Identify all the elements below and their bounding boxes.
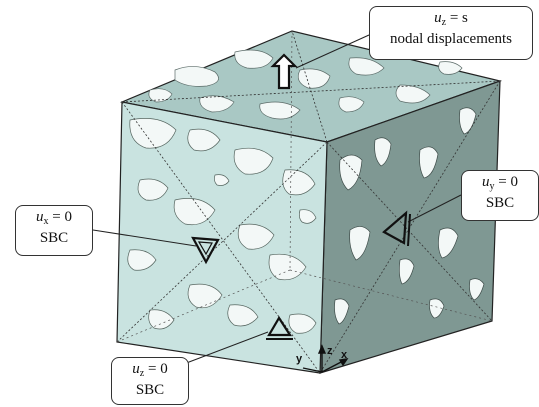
- callout-left-sbc: ux = 0 SBC: [15, 205, 93, 256]
- triangle-down-icon: [191, 236, 220, 265]
- coordinate-axes: [302, 344, 349, 373]
- triangle-up-icon: [266, 315, 293, 340]
- callout-top-label: nodal displacements: [389, 31, 513, 47]
- front-face-pores: [127, 118, 317, 334]
- callout-left-label: SBC: [39, 230, 69, 246]
- callout-right-label: SBC: [485, 195, 515, 211]
- callout-top-equation: uz = s: [434, 10, 468, 28]
- leader-lines: [92, 34, 462, 371]
- hidden-edges: [116, 30, 493, 343]
- callout-right-sbc: uy = 0 SBC: [461, 170, 539, 221]
- callout-bottom-sbc: uz = 0 SBC: [111, 357, 189, 405]
- up-arrow-icon: [270, 53, 298, 90]
- right-face-pores: [334, 107, 485, 325]
- callout-top-displacement: uz = s nodal displacements: [369, 6, 533, 60]
- cube-front-face: [116, 101, 328, 374]
- callout-bottom-equation: uz = 0: [132, 361, 168, 379]
- callout-right-equation: uy = 0: [482, 174, 518, 192]
- top-face-pores: [148, 49, 463, 120]
- axis-label-x: x: [341, 349, 348, 361]
- triangle-left-icon: [382, 210, 411, 247]
- axis-label-z: z: [327, 345, 333, 357]
- callout-left-equation: ux = 0: [36, 209, 72, 227]
- axis-label-y: y: [296, 353, 303, 365]
- callout-bottom-label: SBC: [135, 382, 165, 398]
